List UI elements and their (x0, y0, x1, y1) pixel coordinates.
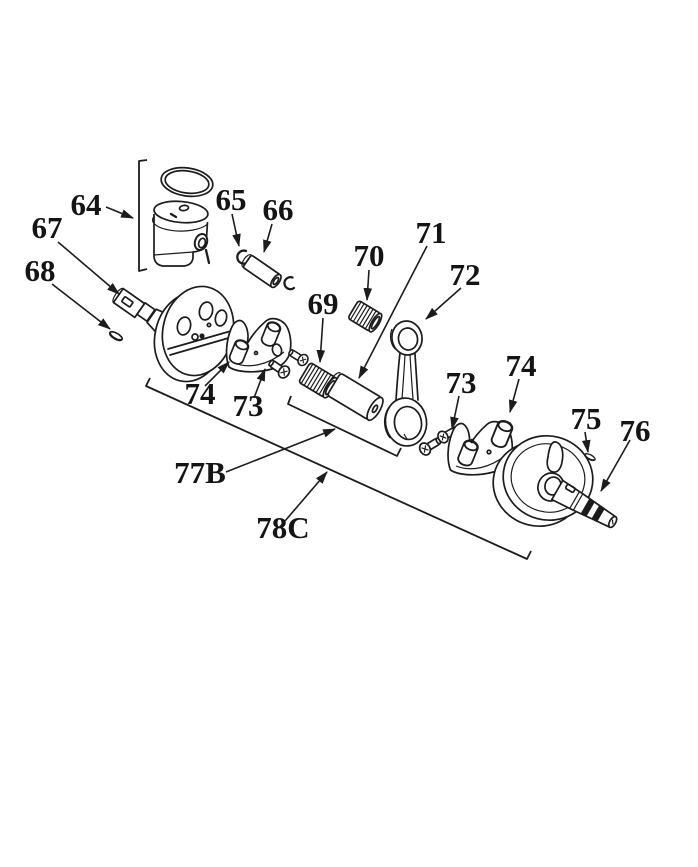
callout-64: 64 (71, 187, 102, 222)
leader-arrow-68 (51, 283, 111, 330)
leader-arrow-78c (278, 471, 328, 529)
callout-68: 68 (25, 253, 56, 288)
connecting-rod (383, 320, 428, 447)
callout-72: 72 (450, 257, 481, 292)
leader-arrow-76 (600, 439, 631, 492)
bearing-retainer-plate-left (225, 317, 292, 373)
leader-arrow-73-right (450, 395, 460, 431)
callout-76: 76 (620, 413, 651, 448)
leader-arrow-70 (363, 269, 373, 302)
callout-70: 70 (354, 238, 385, 273)
leader-arrow-74-right (508, 378, 520, 414)
leader-arrow-69 (316, 317, 326, 364)
crankshaft-right-shaft (550, 479, 618, 529)
range-bracket-78c (145, 377, 532, 560)
callout-77b: 77B (174, 455, 226, 490)
retainer-screw-left-2 (285, 345, 311, 369)
callout-71: 71 (416, 215, 447, 250)
leader-arrow-75 (581, 431, 591, 454)
leader-arrow-74-left (204, 361, 230, 387)
callout-73-right: 73 (446, 365, 477, 400)
leader-arrow-73-left (253, 367, 266, 399)
woodruff-key-left (108, 330, 124, 342)
circlip-right (283, 276, 296, 291)
callout-75: 75 (571, 401, 602, 436)
leader-arrow-65 (231, 213, 241, 248)
range-bracket-77b (287, 395, 402, 457)
callout-65: 65 (216, 182, 247, 217)
needle-bearing-small (348, 300, 383, 333)
piston-bracket (138, 159, 148, 272)
wrist-pin (241, 253, 282, 289)
leader-arrow-71 (358, 245, 428, 379)
callout-69: 69 (308, 286, 339, 321)
leader-arrow-66 (263, 223, 273, 254)
crank-pin (325, 372, 384, 422)
callout-74-left: 74 (185, 376, 216, 411)
crankshaft-right-flywheel (492, 434, 594, 528)
leader-arrow-67 (57, 241, 120, 295)
callout-73-left: 73 (233, 388, 264, 423)
callout-78c: 78C (256, 510, 309, 545)
woodruff-key-right (584, 453, 596, 462)
callout-74-right: 74 (506, 348, 537, 383)
piston-ring (160, 166, 214, 198)
leader-arrow-72 (425, 287, 462, 320)
callout-labels: 64 65 66 67 68 69 70 71 72 73 74 73 74 7… (25, 182, 651, 545)
leader-arrow-64 (105, 206, 135, 219)
callout-67: 67 (32, 210, 63, 245)
crankshaft-left-flywheel (153, 285, 235, 383)
leader-arrow-77b (225, 428, 337, 473)
leader-arrows (51, 206, 631, 529)
callout-66: 66 (263, 192, 294, 227)
piston (152, 200, 211, 267)
